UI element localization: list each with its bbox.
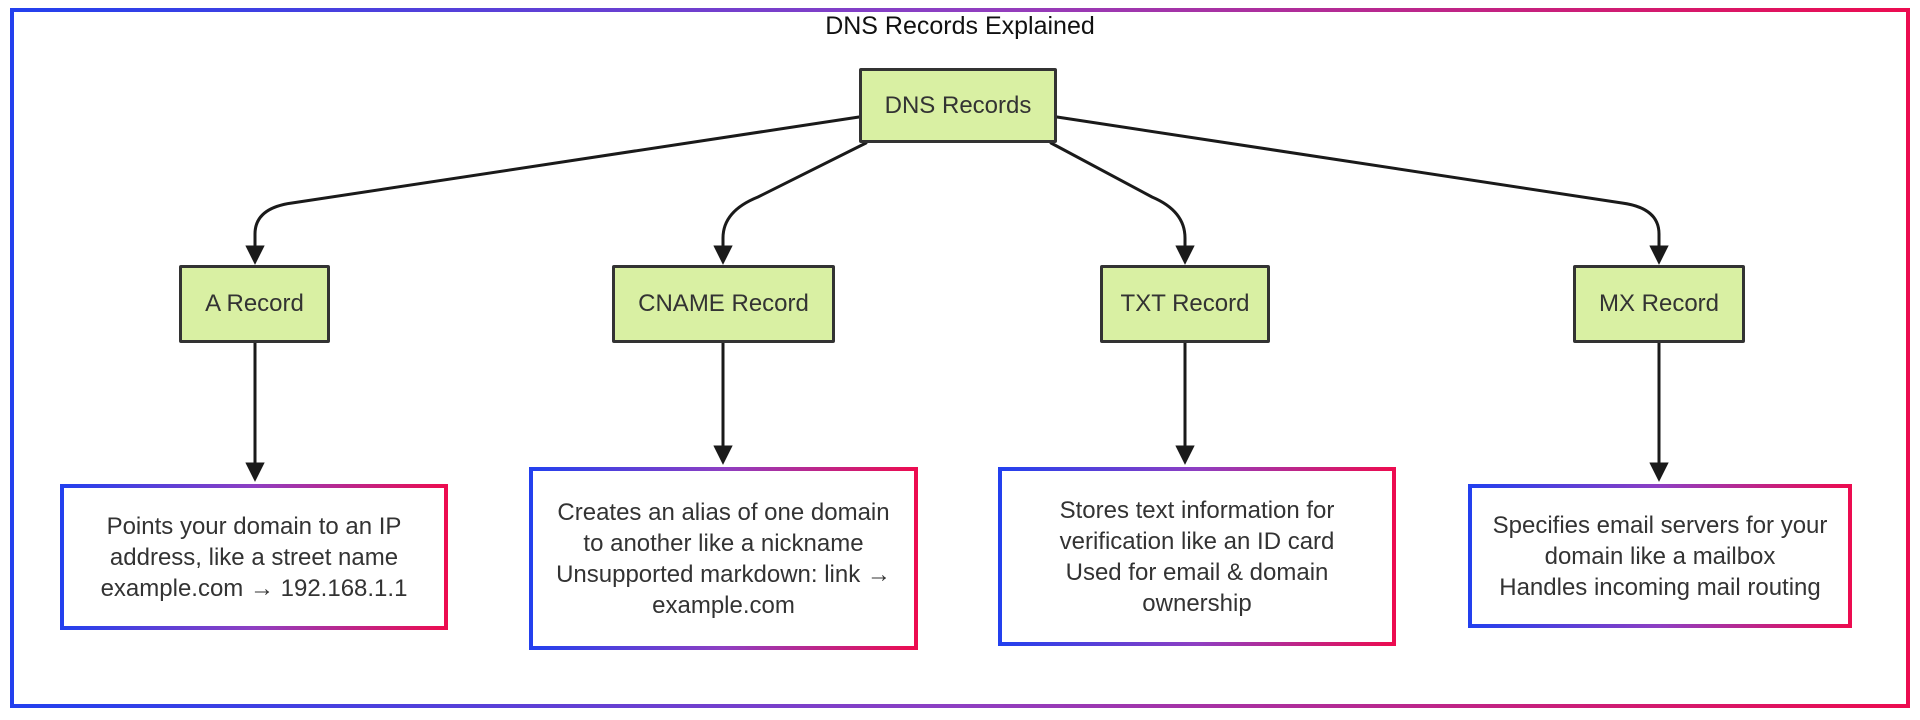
edge-root-to-txt-record bbox=[1049, 141, 1195, 265]
description-mx-record-text: Specifies email servers for your domain … bbox=[1492, 511, 1828, 601]
node-mx-record: MX Record bbox=[1573, 265, 1745, 343]
description-txt-record-text: Stores text information for verification… bbox=[1059, 496, 1335, 617]
description-cname-record-text: Creates an alias of one domain to anothe… bbox=[556, 498, 891, 619]
diagram-title: DNS Records Explained bbox=[825, 12, 1095, 40]
node-mx-record-label: MX Record bbox=[1598, 290, 1720, 317]
edge-root-to-cname-record bbox=[713, 141, 868, 265]
description-mx-record: Specifies email servers for your domain … bbox=[1468, 484, 1852, 628]
description-txt-record: Stores text information for verification… bbox=[998, 467, 1396, 646]
edge-root-to-mx-record bbox=[1055, 115, 1669, 265]
node-cname-record-label: CNAME Record bbox=[638, 290, 809, 317]
node-txt-record-label: TXT Record bbox=[1120, 290, 1250, 317]
node-dns-records: DNS Records bbox=[859, 68, 1057, 143]
node-a-record: A Record bbox=[179, 265, 330, 343]
edge-root-to-a-record bbox=[245, 115, 861, 265]
node-a-record-label: A Record bbox=[205, 290, 304, 317]
node-cname-record: CNAME Record bbox=[612, 265, 835, 343]
node-dns-records-label: DNS Records bbox=[884, 91, 1032, 119]
description-a-record: Points your domain to an IP address, lik… bbox=[60, 484, 448, 630]
description-cname-record: Creates an alias of one domain to anothe… bbox=[529, 467, 918, 650]
node-txt-record: TXT Record bbox=[1100, 265, 1270, 343]
description-a-record-text: Points your domain to an IP address, lik… bbox=[100, 512, 408, 602]
